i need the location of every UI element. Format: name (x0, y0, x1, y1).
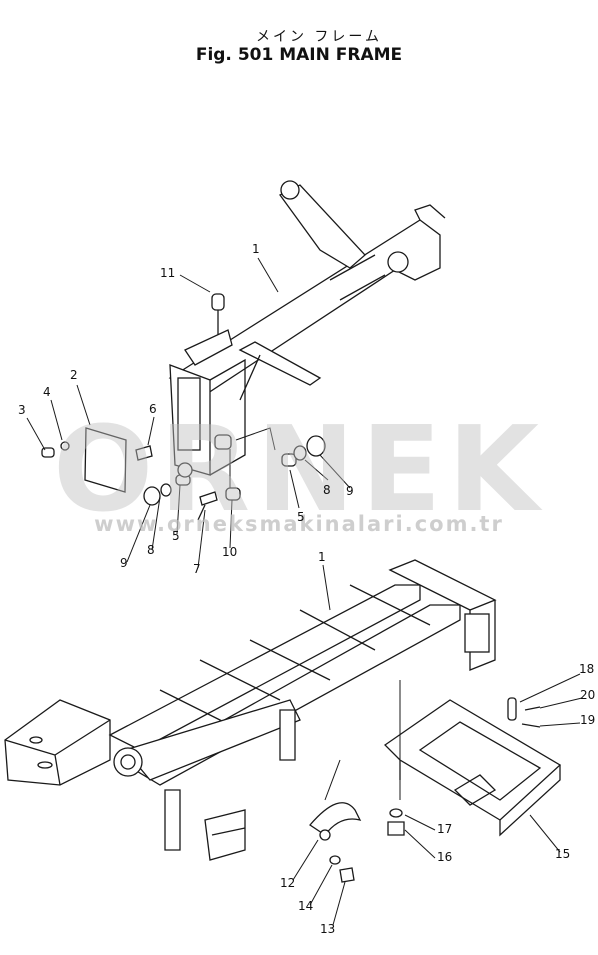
callout-13: 13 (320, 922, 336, 936)
callout-15: 15 (555, 847, 571, 861)
callout-9-left: 9 (120, 556, 128, 570)
upper-frame-assembly (41, 180, 446, 521)
figure-title: Fig. 501 MAIN FRAME (195, 45, 403, 65)
lower-frame-assembly (4, 559, 562, 883)
callout-8-left: 8 (147, 543, 155, 557)
callout-10: 10 (222, 545, 238, 559)
watermark-url: www.orneksmakinalari.com.tr (94, 512, 504, 536)
callout-1-upper: 1 (252, 242, 260, 256)
callout-7: 7 (193, 562, 201, 576)
callout-2: 2 (70, 368, 78, 382)
callout-14: 14 (298, 899, 314, 913)
callout-20: 20 (580, 688, 596, 702)
callout-17: 17 (437, 822, 453, 836)
callout-9-right: 9 (346, 484, 354, 498)
callout-19: 19 (580, 713, 596, 727)
callout-1-lower: 1 (318, 550, 326, 564)
callout-16: 16 (437, 850, 453, 864)
callout-4: 4 (43, 385, 51, 399)
callout-6: 6 (149, 402, 157, 416)
callout-11: 11 (160, 266, 176, 280)
callout-3: 3 (18, 403, 26, 417)
callout-18: 18 (579, 662, 595, 676)
callout-12: 12 (280, 876, 296, 890)
callout-8-right: 8 (323, 483, 331, 497)
callout-leaders (26, 257, 583, 926)
callout-5-left: 5 (172, 529, 180, 543)
japanese-title: メイン フレーム (255, 29, 383, 45)
watermark-logo: ORNEK (53, 400, 545, 538)
callout-5-right: 5 (297, 510, 305, 524)
